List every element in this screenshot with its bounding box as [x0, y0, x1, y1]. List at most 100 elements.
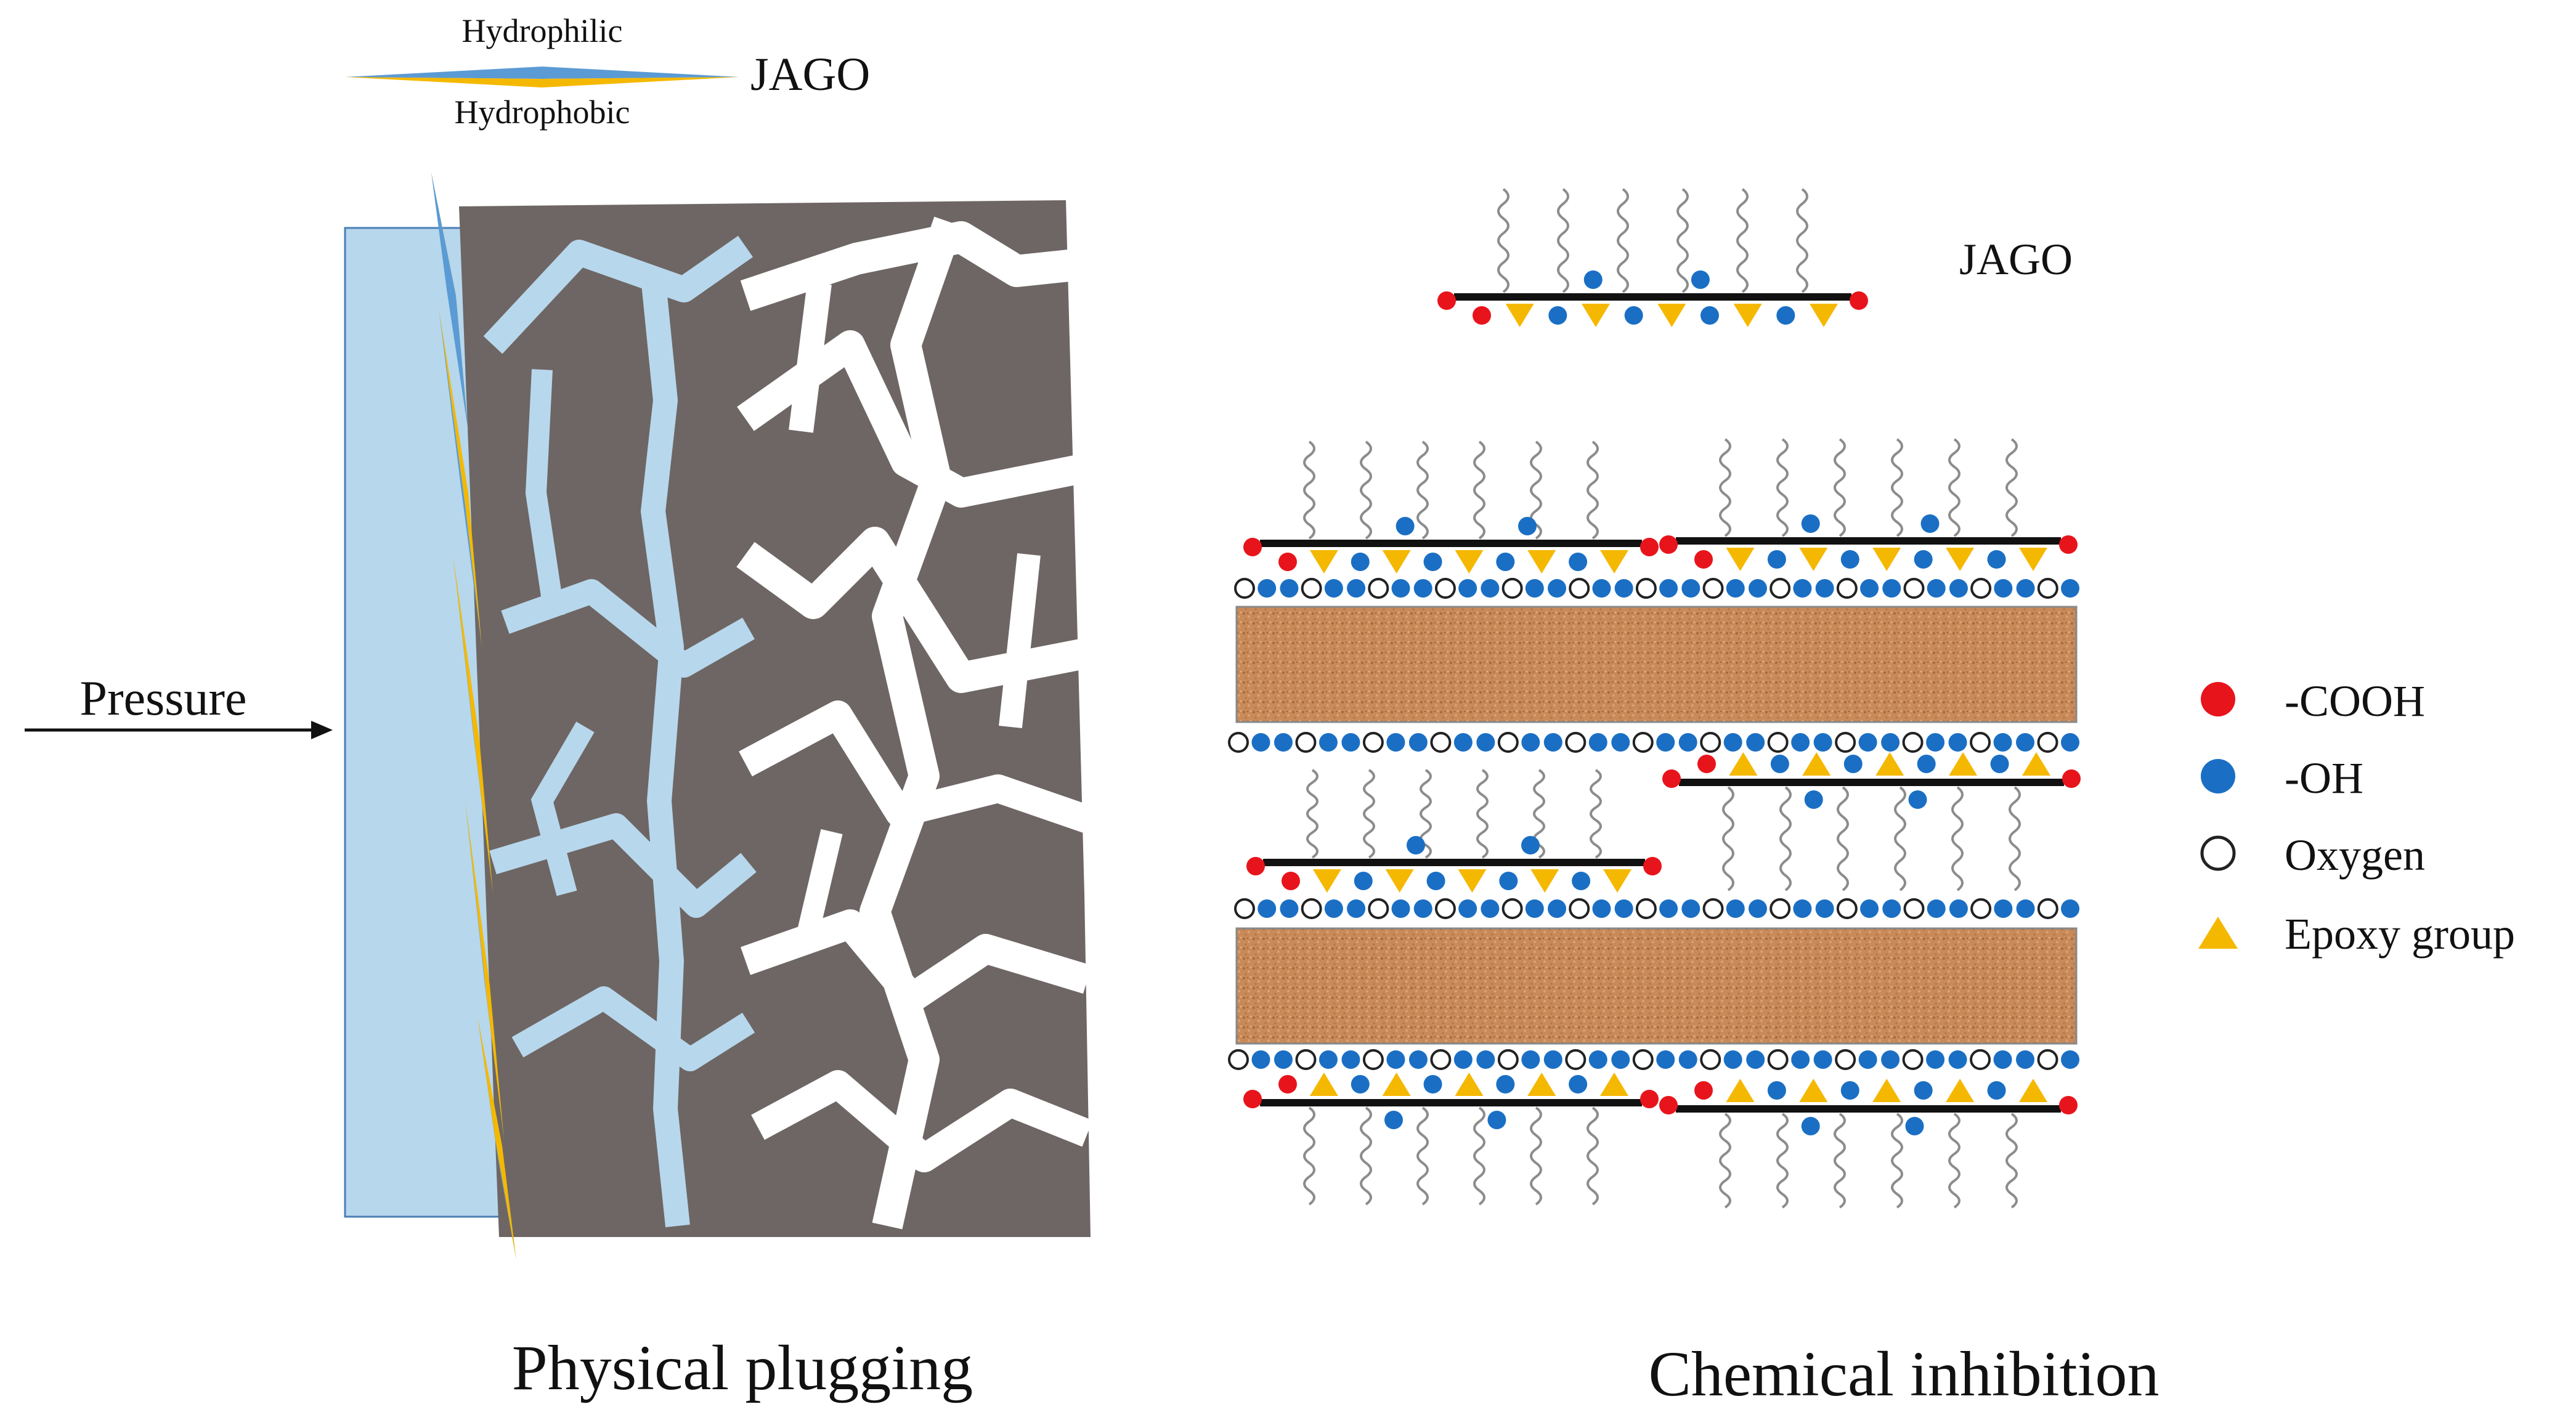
hydroxyl-group [1815, 579, 1834, 598]
hydroxyl-group [1386, 733, 1405, 752]
hydroxyl-group [1453, 733, 1473, 752]
hydroxyl-group [1476, 733, 1495, 752]
hydroxyl-group [1948, 1050, 1967, 1069]
hydroxyl-group [1723, 733, 1742, 752]
hydroxyl-group [1881, 1050, 1900, 1069]
oxygen-legend-marker [2200, 835, 2236, 871]
epoxy-group [1382, 550, 1411, 574]
carboxyl-group [1246, 857, 1265, 875]
alkyl-chain [1476, 769, 1489, 859]
oxygen-atom [1501, 898, 1523, 919]
jago-hydrophilic-half [345, 67, 739, 79]
alkyl-chain [1834, 1113, 1846, 1209]
hydroxyl-group [1274, 1050, 1293, 1069]
hydroxyl-group [1927, 899, 1946, 918]
oxygen-atom [1902, 1049, 1924, 1070]
alkyl-chain [1722, 786, 1734, 891]
hydroxyl-group [1521, 836, 1540, 854]
hydroxyl-group [1611, 1050, 1630, 1069]
alkyl-chain [1776, 1113, 1789, 1209]
hydroxyl-group [1860, 899, 1879, 918]
alkyl-chain [1360, 1106, 1372, 1206]
hydroxyl-group [1656, 733, 1675, 752]
rock-formation [459, 200, 1091, 1237]
hydroxyl-group [1858, 1050, 1877, 1069]
oxygen-atom [1702, 898, 1724, 919]
hydroxyl-group [2016, 1050, 2035, 1069]
epoxy-group [1729, 752, 1758, 776]
hydroxyl-group [1408, 1050, 1428, 1069]
hydroxyl-group [1993, 1050, 2012, 1069]
hydroxyl-group [1521, 733, 1540, 752]
hydroxyl-group [1776, 306, 1795, 325]
epoxy-group [1455, 1073, 1484, 1096]
hydroxyl-group [1987, 550, 2006, 569]
hydroxyl-group [1280, 579, 1299, 598]
epoxy-legend-marker [2198, 917, 2238, 949]
epoxy-legend-label: Epoxy group [2285, 909, 2515, 959]
hydroxyl-group [1543, 1050, 1562, 1069]
hydroxyl-group [2016, 899, 2035, 918]
oxygen-atom [1565, 732, 1587, 753]
oxygen-atom [1565, 1049, 1587, 1070]
hydroxyl-group [1926, 733, 1945, 752]
hydroxyl-group [1659, 899, 1678, 918]
alkyl-chain [1719, 438, 1731, 537]
hydroxyl-group [2061, 899, 2079, 918]
hydroxyl-group [1347, 579, 1366, 598]
epoxy-group [1505, 304, 1534, 327]
clay-layer-lower [1235, 927, 2078, 1045]
hydroxyl-group [1987, 1081, 2006, 1100]
epoxy-group [1382, 1073, 1411, 1096]
hydroxyl-group [1791, 733, 1810, 752]
hydroxyl-group [2061, 733, 2079, 752]
hydroxyl-group [1496, 553, 1515, 571]
hydroxyl-group [1318, 1050, 1338, 1069]
oxygen-atom [1769, 578, 1791, 599]
oxygen-atom [1700, 1049, 1721, 1070]
oxygen-atom [1497, 1049, 1519, 1070]
hydroxyl-group [1723, 1050, 1742, 1069]
alkyl-chain [1306, 769, 1318, 859]
hydroxyl-group [1917, 755, 1936, 773]
hydroxyl-group [1949, 899, 1968, 918]
hydroxyl-group [1813, 733, 1832, 752]
alkyl-chain [1948, 1113, 1960, 1209]
epoxy-group [1949, 752, 1978, 776]
carboxyl-group [1282, 872, 1300, 890]
epoxy-group [1455, 550, 1484, 574]
carboxyl-group [2062, 769, 2081, 788]
hydroxyl-group [1994, 899, 2013, 918]
pressure-label: Pressure [79, 671, 246, 726]
oxygen-atom [1767, 732, 1789, 753]
carboxyl-group [1850, 291, 1868, 310]
hydroxyl-group [1691, 270, 1710, 289]
hydroxyl-group [1396, 517, 1415, 535]
hydroxyl-group [1948, 733, 1967, 752]
oxygen-atom [1295, 732, 1317, 753]
oxygen-atom [1835, 732, 1856, 753]
carboxyl-group [1640, 1090, 1659, 1108]
alkyl-chain [1497, 188, 1509, 293]
alkyl-chain [1557, 188, 1569, 293]
jago-sheets-plugging [431, 172, 516, 1260]
carboxyl-group [1643, 857, 1662, 875]
alkyl-chain [1676, 188, 1689, 293]
epoxy-group [1527, 1073, 1556, 1096]
hydroxyl-group [1518, 517, 1537, 535]
oxygen-atom [1501, 578, 1523, 599]
hydroxyl-group [1793, 899, 1812, 918]
hydroxyl-group [1840, 1081, 1859, 1100]
epoxy-group [1527, 550, 1556, 574]
oxygen-atom [1632, 732, 1654, 753]
hydroxyl-group [1521, 1050, 1540, 1069]
epoxy-group [1875, 752, 1904, 776]
oxygen-atom [1769, 898, 1791, 919]
hydroxyl-group [1548, 579, 1567, 598]
epoxy-group [2022, 752, 2050, 776]
hydroxyl-group [1496, 1075, 1515, 1093]
carboxyl-group [1243, 1090, 1262, 1108]
epoxy-group [1946, 1079, 1975, 1102]
cooh-legend-label: -COOH [2285, 676, 2425, 726]
alkyl-chain [1590, 769, 1602, 859]
